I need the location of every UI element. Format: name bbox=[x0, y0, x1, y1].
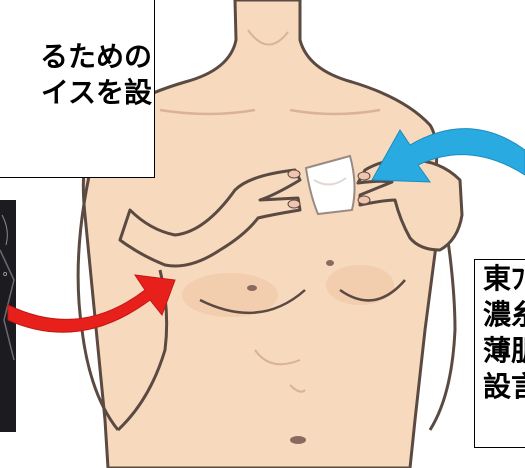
callout-right-line-4: 設言 bbox=[483, 369, 525, 405]
callout-text-box-top: るための イスを設 bbox=[0, 0, 155, 178]
callout-top-line-1: るための bbox=[0, 39, 152, 75]
callout-top-line-2: イスを設 bbox=[0, 75, 152, 111]
callout-text-box-right: 東ﾌ 濃糸 薄肌 設言 bbox=[474, 259, 525, 448]
callout-right-line-1: 東ﾌ bbox=[483, 261, 525, 297]
svg-text:o: o bbox=[3, 270, 7, 278]
callout-right-line-3: 薄肌 bbox=[483, 333, 525, 369]
callout-right-line-2: 濃糸 bbox=[483, 297, 525, 333]
